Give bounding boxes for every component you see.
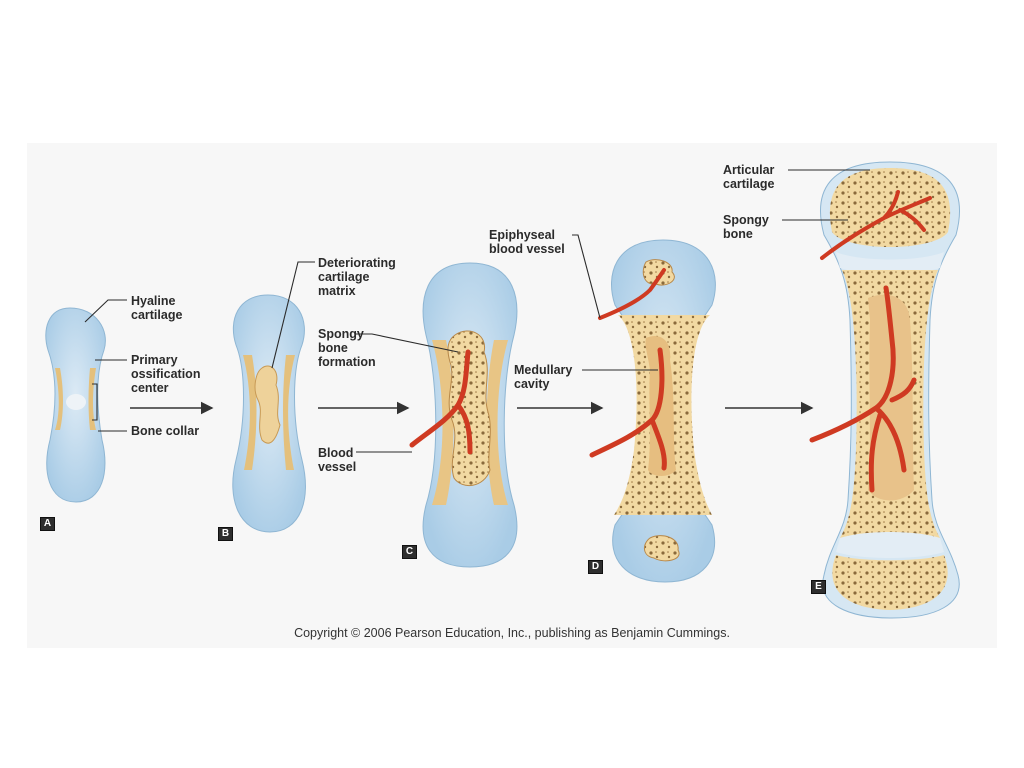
label-bone-collar: Bone collar (131, 424, 200, 438)
copyright-notice: Copyright © 2006 Pearson Education, Inc.… (294, 626, 730, 640)
stage-a-ossification-center (66, 394, 86, 410)
stage-tag-d: D (588, 560, 603, 574)
stage-e-medullary-cavity (868, 294, 914, 501)
stage-tag-b: B (218, 527, 233, 541)
leader-spongy-formation (356, 333, 459, 353)
stage-tag-e: E (811, 580, 826, 594)
label-blood-vessel: Blood vessel (318, 446, 357, 474)
stage-d-epiphyseal-center-bottom (644, 535, 680, 562)
stage-b-bone (232, 294, 306, 533)
label-spongy-bone: Spongy bone (723, 213, 769, 241)
leader-deteriorating-matrix (271, 261, 315, 369)
label-spongy-bone-formation: Spongy bone formation (318, 327, 376, 369)
stage-tag-a: A (40, 517, 55, 531)
stage-a-bone-collar (55, 368, 96, 430)
stage-e-epiphyseal-blood-vessel (820, 190, 932, 260)
stage-c-spongy-formation (447, 330, 491, 486)
label-medullary-cavity: Medullary cavity (514, 363, 573, 391)
stage-d-blood-vessel (589, 347, 667, 471)
label-hyaline-cartilage: Hyaline cartilage (131, 294, 183, 322)
label-deteriorating-cartilage-matrix: Deteriorating cartilage matrix (318, 256, 396, 298)
label-epiphyseal-blood-vessel: Epiphyseal blood vessel (489, 228, 565, 256)
stage-b-cartilage-matrix (254, 365, 281, 444)
stage-e-epiphyseal-plate-bottom (836, 532, 944, 558)
stage-d-epiphyseal-blood-vessel (598, 268, 666, 320)
leader-epiphyseal-vessel (572, 234, 601, 319)
stage-e-blood-vessel (809, 285, 917, 493)
stage-a-bone (45, 307, 106, 503)
stage-tag-c: C (402, 545, 417, 559)
label-articular-cartilage: Articular cartilage (723, 163, 775, 191)
label-primary-ossification-center: Primary ossification center (131, 353, 201, 395)
leader-hyaline (84, 299, 127, 323)
stage-e-epiphyseal-plate-top (836, 252, 944, 274)
stage-c-blood-vessel (409, 349, 473, 455)
stage-d-epiphyseal-center-top (642, 259, 675, 286)
stage-e-epiphysis-bottom (832, 555, 948, 610)
stage-d-bone (589, 239, 716, 583)
stage-c-bone (409, 262, 518, 568)
stage-e-bone (809, 161, 960, 619)
stage-b-bone-collar (243, 355, 295, 470)
leader-primary-ossification (92, 359, 127, 421)
leader-lines (84, 169, 870, 453)
